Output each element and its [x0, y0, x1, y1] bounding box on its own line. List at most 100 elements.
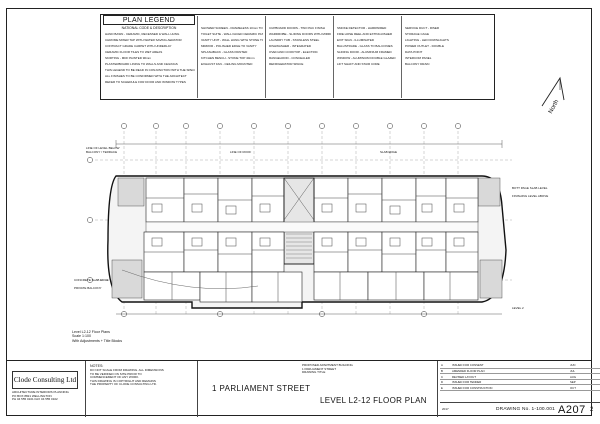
revision-date: OCT: [570, 385, 576, 390]
note-line: DO NOT SCALE FROM DRAWING. ALL DIMENSION…: [90, 369, 164, 372]
note-line: COMMENCEMENT OF ANY WORK.: [90, 376, 140, 380]
legend-item: RANGEHOOD - CONCEALED: [269, 56, 311, 60]
legend-item: SERVICE DUCT - RISER: [405, 27, 440, 30]
legend-item: FIRE HOSE REEL AND EXTINGUISHER: [337, 32, 393, 36]
project-details: PROPOSED APARTMENT BUILDING 1 PARLIAMENT…: [302, 364, 432, 375]
legend-item: SKIRTING - MDF PAINTED 90mm: [105, 56, 152, 60]
callout-label: BOTT PAGE SLAB LEVEL: [512, 186, 548, 190]
revision-description: ISSUED FOR TENDER: [452, 380, 482, 385]
callout-label: LINE OF ROOF: [230, 150, 252, 154]
dimension-lines: [115, 140, 503, 315]
legend-item: SLIDING DOOR - ALUMINIUM FRAMED: [337, 50, 392, 54]
floor-plan-drawing: [87, 123, 512, 317]
table-row: E ISSUED FOR CONSTRUCTION OCT: [440, 385, 600, 391]
partitions-north: [146, 193, 478, 215]
legend-divider: [401, 16, 402, 98]
plan-caption-scale: Scale 1:100: [72, 334, 91, 339]
apartments-north: [145, 177, 479, 223]
revision-description: ISSUED FOR CONSTRUCTION: [452, 385, 493, 390]
callout-label: BALCONY / TERRACE: [86, 150, 118, 154]
company-info-line: ARCHITECTURE INTERIORS PLANNING: [12, 391, 69, 394]
callout-label: FINISHING LEVEL ABOVE: [512, 194, 549, 198]
balconies: [111, 177, 503, 299]
company-logo: Clode Consulting Ltd: [12, 371, 78, 389]
legend-item: STORAGE CAGE: [405, 32, 429, 36]
legend-item: DISHWASHER - INTEGRATED: [269, 44, 312, 48]
legend-item: CUPBOARD DOORS - TWO PAC FINISH: [269, 27, 325, 30]
legend-item: CHROME MIXER TAP WITH WATER SAVING AERAT…: [105, 38, 182, 42]
project-line: PROPOSED APARTMENT BUILDING: [302, 364, 353, 367]
facade-arc: [121, 269, 259, 289]
table-row: A ISSUED FOR CONSENT JUN: [440, 363, 600, 369]
revision-number: 2: [590, 407, 594, 413]
legend-item: LAUNDRY TUB - STAINLESS STEEL: [269, 38, 320, 42]
legend-item: REFRIGERATOR SPACE: [269, 62, 304, 66]
legend-item: CONTRACT GRADE CARPET WITH UNDERLAY: [105, 44, 172, 48]
legend-item: WARDROBE - SLIDING DOORS WITH MIRROR: [269, 32, 331, 36]
street-address: 1 PARLIAMENT STREET: [212, 384, 311, 393]
notes-text: DO NOT SCALE FROM DRAWING. ALL DIMENSION…: [90, 369, 194, 387]
notes-cell: NOTES: DO NOT SCALE FROM DRAWING. ALL DI…: [86, 361, 198, 417]
revision-description: REVISED LAYOUT: [452, 374, 477, 379]
legend-item: MIRROR - POLISHED EDGE TO VANITY: [201, 44, 257, 48]
legend-column-2: SHOWER SCREEN - FRAMELESS 10mm TOUGHENED…: [201, 27, 263, 69]
plan-caption: Level L2-12 Floor Plans Scale 1:100 With…: [72, 330, 122, 343]
revision-date: SEP: [570, 380, 576, 385]
legend-item: INTERCOM PANEL: [405, 56, 432, 60]
revision-id: B: [441, 368, 443, 373]
legend-item: POWER OUTLET - DOUBLE: [405, 44, 444, 48]
callout-label: LEVEL 2: [512, 306, 524, 310]
legend-item: THIS LEGEND TO BE READ IN CONJUNCTION WI…: [105, 68, 195, 72]
partitions-south: [144, 237, 478, 302]
sheet-number-row: 2017 DRAWING No. 1-100.001 A207 2: [440, 402, 600, 416]
project-cell: PROPOSED APARTMENT BUILDING 1 PARLIAMENT…: [298, 361, 438, 417]
legend-item: HAND BASIN - CERAMIC, RECESSED & WALL HU…: [105, 33, 180, 36]
company-cell: Clode Consulting Ltd ARCHITECTURE INTERI…: [6, 361, 86, 417]
callout-label: SLAB EDGE: [380, 150, 398, 154]
grid-markers: [87, 123, 461, 317]
sheet-number: A207: [558, 404, 586, 416]
legend-subtitle: NATIONAL CODE & DESCRIPTION: [121, 26, 177, 30]
plan-caption-title: Level L2-12 Floor Plans: [72, 330, 110, 334]
plan-legend: PLAN LEGEND NATIONAL CODE & DESCRIPTION …: [100, 14, 495, 100]
revision-id: D: [441, 380, 444, 385]
legend-column-3: CUPBOARD DOORS - TWO PAC FINISH WARDROBE…: [269, 27, 331, 69]
callout-label: PRIVATE BALCONY: [74, 286, 102, 290]
note-line: THE PROPERTY OF CLODE CONSULTING LTD.: [90, 383, 157, 387]
legend-column-4: SMOKE DETECTOR - HARDWIRED FIRE HOSE REE…: [337, 27, 399, 69]
revision-date: JUL: [570, 368, 575, 373]
legend-item: DATA POINT: [405, 50, 423, 54]
legend-item: SPLASHBACK - GLASS PAINTED: [201, 50, 248, 54]
callout-label: CONCRETE SLAB EDGE: [74, 278, 109, 282]
table-row: D ISSUED FOR TENDER SEP: [440, 380, 600, 386]
legend-column-1: HAND BASIN - CERAMIC, RECESSED & WALL HU…: [105, 33, 195, 87]
lift-stair-core: [283, 177, 315, 265]
legend-title: PLAN LEGEND: [103, 15, 195, 25]
legend-item: PLASTERBOARD LINING TO WALLS AND CEILING…: [105, 62, 178, 66]
project-line: 1 PARLIAMENT STREET: [302, 367, 337, 371]
legend-item: SMOKE DETECTOR - HARDWIRED: [337, 27, 387, 30]
legend-item: EXIT SIGN - ILLUMINATED: [337, 38, 375, 42]
legend-item: EXHAUST FAN - CEILING MOUNTED: [201, 62, 253, 66]
title-block: Clode Consulting Ltd ARCHITECTURE INTERI…: [6, 360, 600, 417]
legend-item: LIFT SHAFT AND STAIR CORE: [337, 62, 380, 66]
legend-item: CERAMIC FLOOR TILES TO WET AREAS: [105, 50, 163, 54]
revision-id: A: [441, 363, 443, 368]
street-cell: 1 PARLIAMENT STREET: [198, 361, 318, 417]
corridor: [145, 221, 479, 233]
note-line: THIS DRAWING IS COPYRIGHT AND REMAINS: [90, 379, 156, 383]
plan-caption-note: With Adjustments + Title Blocks: [72, 338, 123, 343]
revision-date: JUN: [570, 363, 576, 368]
company-info-line: PH 04 555 0101 FAX 04 555 0102: [12, 398, 58, 402]
revision-table: A ISSUED FOR CONSENT JUN B AMENDED FLOOR…: [440, 363, 600, 391]
legend-item: TOILET SUITE - WALL FACED CERAMIC PAN: [201, 32, 263, 36]
legend-column-5: SERVICE DUCT - RISER STORAGE CAGE LIGHTI…: [405, 27, 491, 69]
legend-item: REFER TO SCHEDULE FOR DOOR AND WINDOW TY…: [105, 80, 186, 84]
legend-item: WINDOW - ALUMINIUM DOUBLE GLAZED: [337, 56, 396, 60]
revision-id: C: [441, 374, 444, 379]
notes-heading: NOTES:: [90, 364, 104, 368]
revision-description: ISSUED FOR CONSENT: [452, 363, 484, 368]
legend-item: SHOWER SCREEN - FRAMELESS 10mm TOUGHENED…: [201, 27, 263, 30]
drawing-number: DRAWING No. 1-100.001: [496, 407, 555, 412]
